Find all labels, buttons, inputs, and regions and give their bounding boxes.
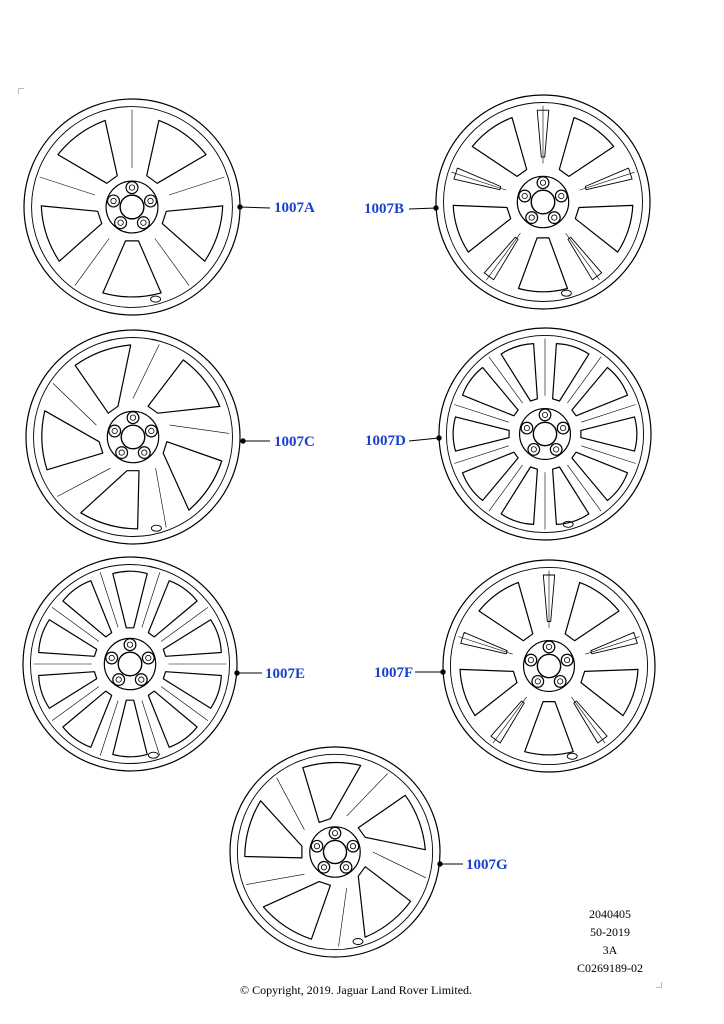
leader-dot	[237, 204, 243, 210]
callout-1007a[interactable]: 1007A	[274, 200, 315, 216]
callout-1007b[interactable]: 1007B	[364, 201, 405, 217]
wheel-a	[23, 98, 241, 316]
wheel-g	[229, 746, 441, 958]
leader-dot	[437, 861, 443, 867]
doc-revision: 3A	[602, 943, 618, 957]
wheel-d	[438, 327, 652, 541]
leader-dot	[240, 438, 246, 444]
leader-dot	[234, 670, 240, 676]
callout-1007d[interactable]: 1007D	[365, 433, 406, 449]
copyright-notice: © Copyright, 2019. Jaguar Land Rover Lim…	[239, 983, 473, 997]
callout-1007c[interactable]: 1007C	[274, 434, 315, 450]
leader-line	[239, 206, 271, 209]
leader-dot	[440, 669, 446, 675]
callout-1007g[interactable]: 1007G	[466, 857, 508, 873]
doc-number: 2040405	[589, 907, 631, 921]
wheel-c	[25, 329, 241, 545]
leader-dot	[436, 435, 442, 441]
leader-dot	[433, 205, 439, 211]
wheel-b	[435, 94, 651, 310]
wheel-e	[22, 556, 238, 772]
leader-line	[408, 207, 437, 210]
leader-line	[408, 437, 440, 442]
doc-date: 50-2019	[590, 925, 630, 939]
callout-1007f[interactable]: 1007F	[374, 665, 414, 681]
callout-1007e[interactable]: 1007E	[265, 666, 306, 682]
wheel-f	[442, 559, 656, 773]
doc-code: C0269189-02	[577, 961, 643, 975]
crop-mark-top-left	[18, 88, 24, 94]
